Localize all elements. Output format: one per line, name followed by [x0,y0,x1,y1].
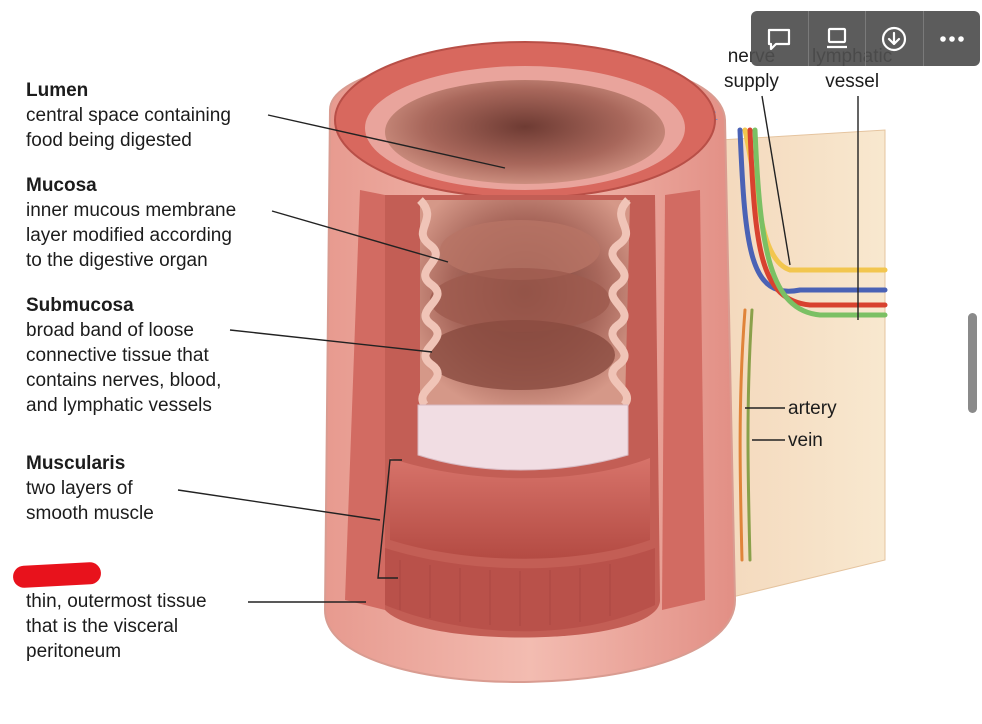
artery-vessel [747,127,888,308]
serosa-desc: thin, outermost tissue that is the visce… [26,591,207,662]
image-toolbar [751,11,980,66]
comment-button[interactable] [751,11,809,66]
muscularis-label: Muscularis two layers of smooth muscle [26,451,154,526]
scrollbar[interactable] [968,313,977,413]
muscularis-leader [177,489,381,521]
lumen-leader [267,114,506,169]
lumen-title: Lumen [26,80,89,101]
mucosa-leader [271,210,449,263]
submucosa-band [417,404,629,471]
mucosa-desc: inner mucous membrane layer modified acc… [26,200,237,271]
nerve-leader [761,95,791,266]
muscularis-circular [390,458,650,559]
lumen-label: Lumen central space containing food bein… [26,78,231,153]
slides-icon [826,27,847,48]
submucosa-desc: broad band of loose connective tissue th… [26,320,222,416]
comment-icon [768,28,791,50]
more-icon [939,35,964,42]
slides-button[interactable] [809,11,866,66]
muscularis-title: Muscularis [26,453,126,474]
muscularis-bracket [377,459,402,579]
download-button[interactable] [866,11,924,66]
submucosa-leader [229,329,433,353]
submucosa-label: Submucosa broad band of loose connective… [26,293,221,418]
muscularis-desc: two layers of smooth muscle [26,478,154,524]
vein-label: vein [788,430,823,451]
serosa-label: thin, outermost tissue that is the visce… [26,589,207,664]
more-button[interactable] [924,11,981,66]
mucosa-label: Mucosa inner mucous membrane layer modif… [26,173,236,273]
download-icon [882,26,907,51]
mucosa-title: Mucosa [26,175,97,196]
submucosa-title: Submucosa [26,295,134,316]
redaction-mark [12,561,102,589]
artery-label: artery [788,398,837,419]
lumen-top [385,80,665,184]
vein-vessel [737,127,888,294]
lymph-vessel [752,127,888,318]
lumen-desc: central space containing food being dige… [26,105,231,151]
